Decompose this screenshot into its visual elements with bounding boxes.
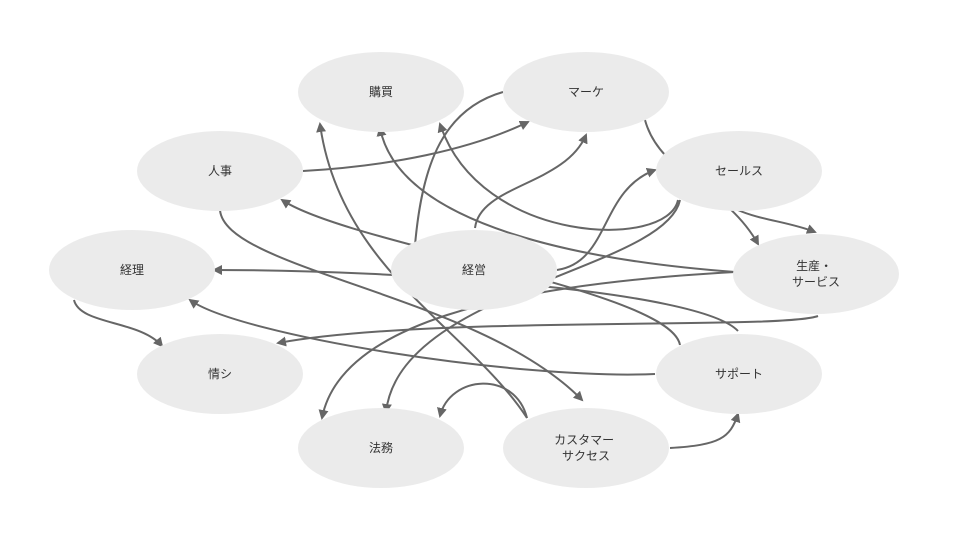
edge-management-to-marketing [474,133,588,229]
node-support[interactable]: サポート [656,334,822,414]
edge-production-to-infosys [276,315,819,347]
node-label: マーケ [568,85,604,99]
node-purchasing[interactable]: 購買 [298,52,464,132]
edge-sales-to-legal [381,199,681,414]
node-legal[interactable]: 法務 [298,408,464,488]
node-label: 経営 [462,263,486,277]
node-production[interactable]: 生産・ サービス [733,234,899,314]
node-label: サポート [715,367,763,381]
edge-sales-to-purchasing [437,122,679,231]
nodes: 購買 マーケ 人事 セールス 経理 [49,52,899,488]
node-management[interactable]: 経営 [391,230,557,310]
node-accounting[interactable]: 経理 [49,230,215,310]
edge-management-to-sales [556,168,657,271]
edge-sales-to-production [737,209,817,234]
node-label: カスタマー サクセス [554,433,618,463]
node-label: 経理 [120,263,144,277]
edge-production-to-legal [318,271,736,420]
node-hr[interactable]: 人事 [137,131,303,211]
edge-accounting-to-infosys [73,299,164,348]
edge-hr-to-customer-success [219,209,584,402]
edge-customer-success-to-support [669,412,741,449]
node-sales[interactable]: セールス [656,131,822,211]
node-infosys[interactable]: 情シ [137,334,303,414]
node-customer-success[interactable]: カスタマー サクセス [503,408,669,488]
node-marketing[interactable]: マーケ [503,52,669,132]
edge-marketing-to-management [409,91,504,260]
edge-customer-success-to-legal [437,382,528,419]
node-label: 生産・ サービス [792,258,840,289]
edge-hr-to-marketing [302,120,530,172]
node-label: 購買 [369,85,393,99]
node-label: セールス [715,164,763,178]
edge-production-to-purchasing [376,126,736,273]
edge-support-to-accounting [188,298,656,376]
node-label: 法務 [369,441,393,455]
node-label: 人事 [208,164,232,178]
node-label: 情シ [208,367,232,381]
